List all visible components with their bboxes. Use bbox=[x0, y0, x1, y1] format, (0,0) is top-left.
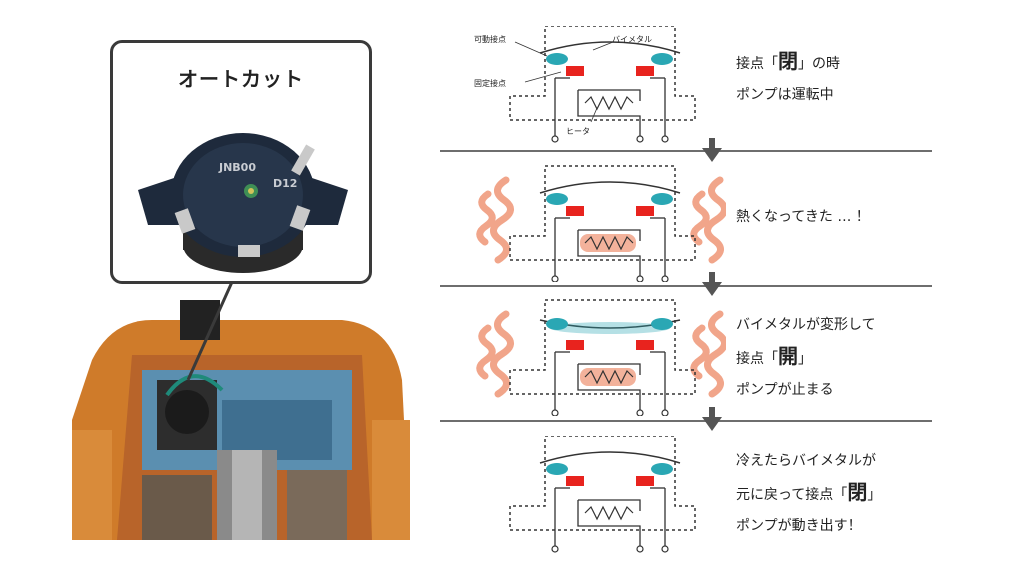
separator-2 bbox=[440, 285, 932, 287]
arrow-1 bbox=[702, 138, 722, 162]
stage2-text: 熱くなってきた … ！ bbox=[736, 209, 870, 225]
label-bimetal: バイメタル bbox=[612, 35, 652, 44]
label-fixed-contact: 固定接点 bbox=[474, 79, 506, 88]
diagram-closed-restart bbox=[509, 436, 696, 553]
diagram-heating bbox=[476, 165, 726, 282]
separator-3 bbox=[440, 420, 932, 422]
stage4-text: 冷えたらバイメタルが 元に戻って接点「閉」 ポンプが動き出す！ bbox=[736, 453, 882, 534]
arrow-2 bbox=[702, 272, 722, 296]
pump-cutaway-photo bbox=[72, 300, 410, 540]
label-heater: ヒータ bbox=[566, 127, 590, 136]
cap-print-1: JNB00 bbox=[219, 161, 256, 174]
stage1-text: 接点「閉」の時 ポンプは運転中 bbox=[736, 49, 840, 103]
label-movable-contact: 可動接点 bbox=[474, 35, 506, 44]
arrow-3 bbox=[702, 407, 722, 431]
stage3-text: バイメタルが変形して 接点「開」 ポンプが止まる bbox=[736, 317, 876, 398]
autocut-callout: オートカット JNB00 D12 bbox=[110, 40, 372, 284]
callout-pointer bbox=[186, 281, 234, 381]
label-leader-lines bbox=[514, 41, 614, 123]
diagram-closed-running bbox=[509, 26, 696, 143]
separator-1 bbox=[440, 150, 932, 152]
autocut-part-illustration bbox=[138, 133, 348, 273]
diagram-open-stopped bbox=[476, 299, 726, 416]
callout-title: オートカット bbox=[178, 67, 304, 91]
cap-print-2: D12 bbox=[273, 177, 298, 190]
